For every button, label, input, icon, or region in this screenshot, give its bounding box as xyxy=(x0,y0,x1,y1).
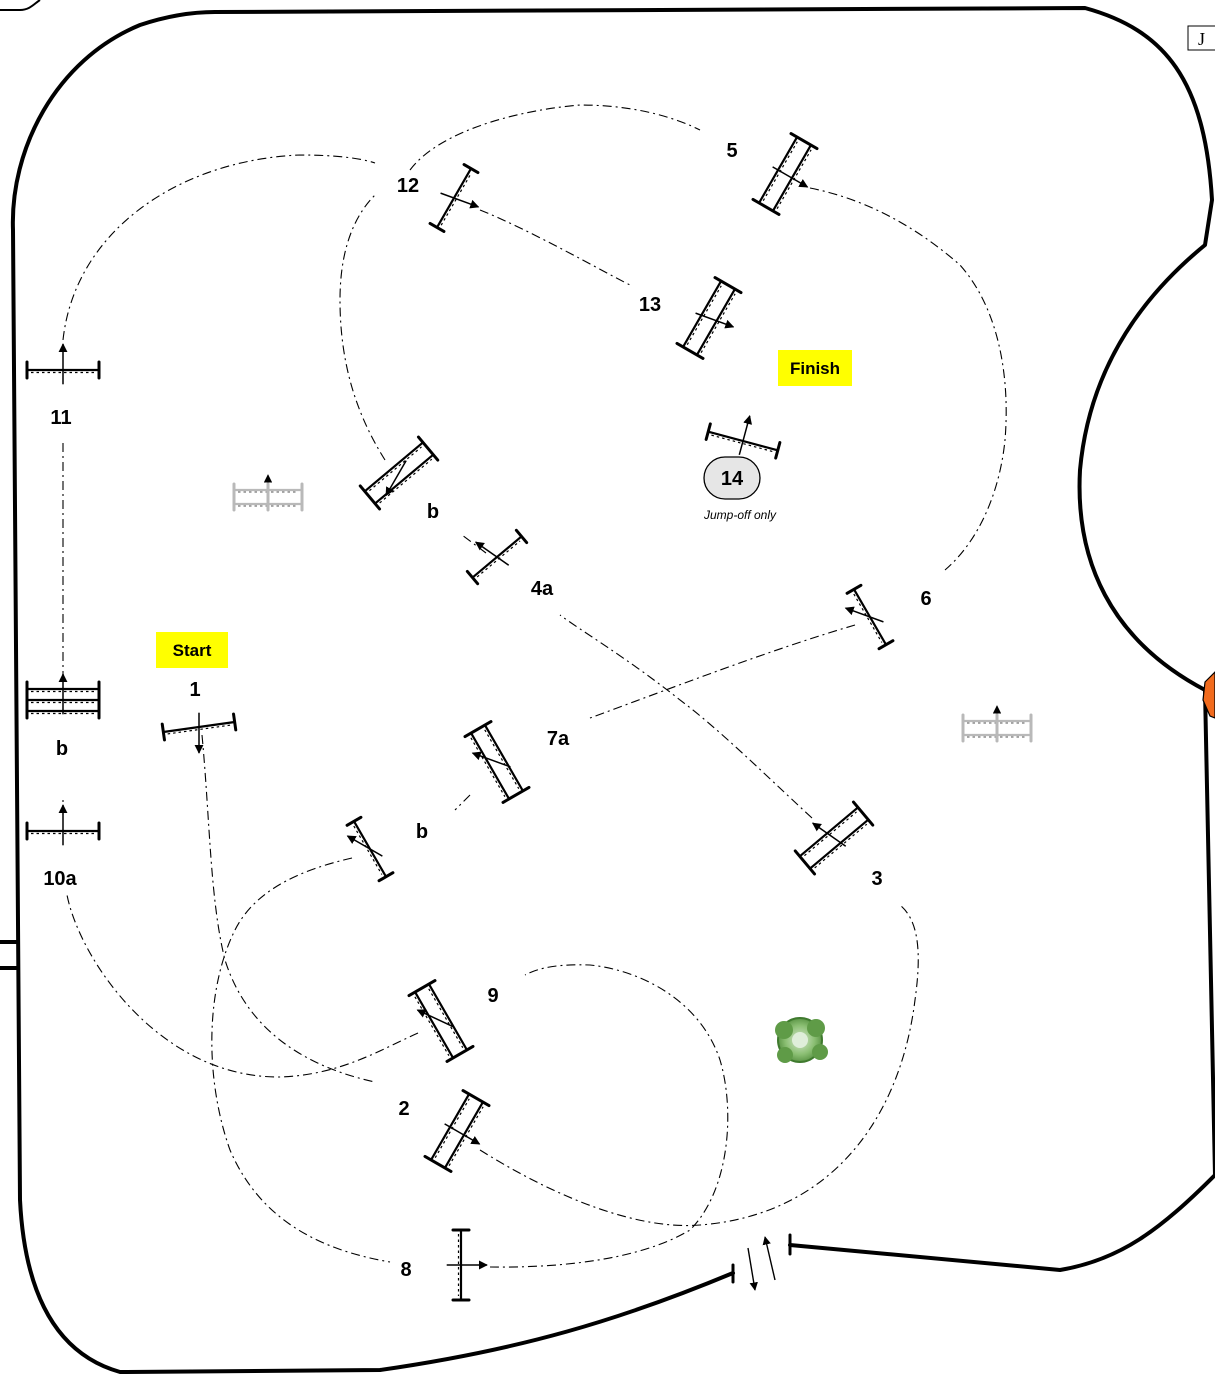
jump-off-note: Jump-off only xyxy=(703,508,777,522)
gate-icon xyxy=(1202,671,1215,719)
entrance-icon xyxy=(747,1236,776,1291)
wing-right xyxy=(445,1044,475,1063)
spare-fence-1 xyxy=(232,474,304,512)
arrow-icon xyxy=(738,415,752,456)
wing-left xyxy=(704,422,712,441)
label-7a: 7a xyxy=(547,728,570,750)
label-1: 1 xyxy=(189,679,200,701)
corner-shape xyxy=(0,0,41,11)
wing-right xyxy=(462,163,480,175)
arrow-icon xyxy=(416,1009,455,1028)
arrow-icon xyxy=(811,822,847,847)
spare-fence-2 xyxy=(961,705,1033,743)
start-marker: Start xyxy=(156,632,228,668)
label-11: 11 xyxy=(50,407,71,429)
label-6: 6 xyxy=(920,588,931,610)
arrow-icon xyxy=(695,312,735,329)
wing-right xyxy=(713,276,743,295)
wing-right xyxy=(877,639,895,651)
wing-right xyxy=(416,435,440,462)
wing-left xyxy=(428,221,446,233)
wing-right xyxy=(851,800,875,827)
wing-left xyxy=(407,979,437,998)
obstacles-layer xyxy=(25,132,895,1302)
wing-right xyxy=(461,1089,491,1108)
label-13: 13 xyxy=(639,294,661,316)
label-10b: b xyxy=(56,738,68,760)
fence-13 xyxy=(675,276,743,360)
wing-left xyxy=(845,583,863,595)
label-8: 8 xyxy=(400,1259,411,1281)
label-7b: b xyxy=(416,821,428,843)
arrow-icon xyxy=(471,751,511,768)
judge-label: J xyxy=(1198,29,1205,49)
wing-left xyxy=(358,484,382,511)
label-4a: 4a xyxy=(531,578,554,600)
wing-left xyxy=(751,197,781,216)
wing-left xyxy=(465,569,480,586)
jump-off-number: 14 xyxy=(721,468,744,490)
judge-box: J xyxy=(1187,25,1215,51)
label-9: 9 xyxy=(487,985,498,1007)
arrow-icon xyxy=(346,835,383,857)
course-route xyxy=(62,104,1007,1268)
arrow-icon xyxy=(772,166,809,188)
wing-right xyxy=(514,528,529,545)
spare-fences xyxy=(232,474,1033,743)
arrow-icon xyxy=(440,192,480,209)
label-10a: 10a xyxy=(43,868,77,890)
wing-right xyxy=(377,871,395,883)
arrow-icon xyxy=(844,606,884,623)
wing-left xyxy=(423,1154,453,1173)
wing-left xyxy=(675,341,705,360)
label-3: 3 xyxy=(871,868,882,890)
wing-left xyxy=(463,720,493,739)
finish-marker: Finish xyxy=(778,350,852,386)
jump-off-badge: 14 Jump-off only xyxy=(703,456,777,522)
fence-4b xyxy=(358,435,440,511)
start-label: Start xyxy=(173,641,212,660)
side-gate-icon xyxy=(0,940,18,970)
wing-right xyxy=(789,132,819,151)
arena-fence xyxy=(213,6,1215,1272)
arrow-icon xyxy=(474,541,510,566)
wing-right xyxy=(501,785,531,804)
fence-7a xyxy=(463,720,531,804)
arena-fence-south xyxy=(10,10,735,1374)
finish-label: Finish xyxy=(790,359,840,378)
arrow-icon xyxy=(385,460,407,497)
obstacle-labels: 1 2 3 4a b 5 6 7a b 8 9 10a b 11 12 13 xyxy=(43,140,931,1281)
label-2: 2 xyxy=(398,1098,409,1120)
label-5: 5 xyxy=(726,140,737,162)
fence-3 xyxy=(793,800,875,876)
wing-left xyxy=(160,722,166,742)
label-4b: b xyxy=(427,501,439,523)
fence-9 xyxy=(407,979,475,1063)
wing-right xyxy=(232,712,238,732)
label-12: 12 xyxy=(397,175,419,197)
arrow-icon xyxy=(444,1123,481,1145)
wing-left xyxy=(345,815,363,827)
tree-icon xyxy=(775,1017,828,1063)
wing-left xyxy=(793,849,817,876)
wing-right xyxy=(774,441,782,460)
